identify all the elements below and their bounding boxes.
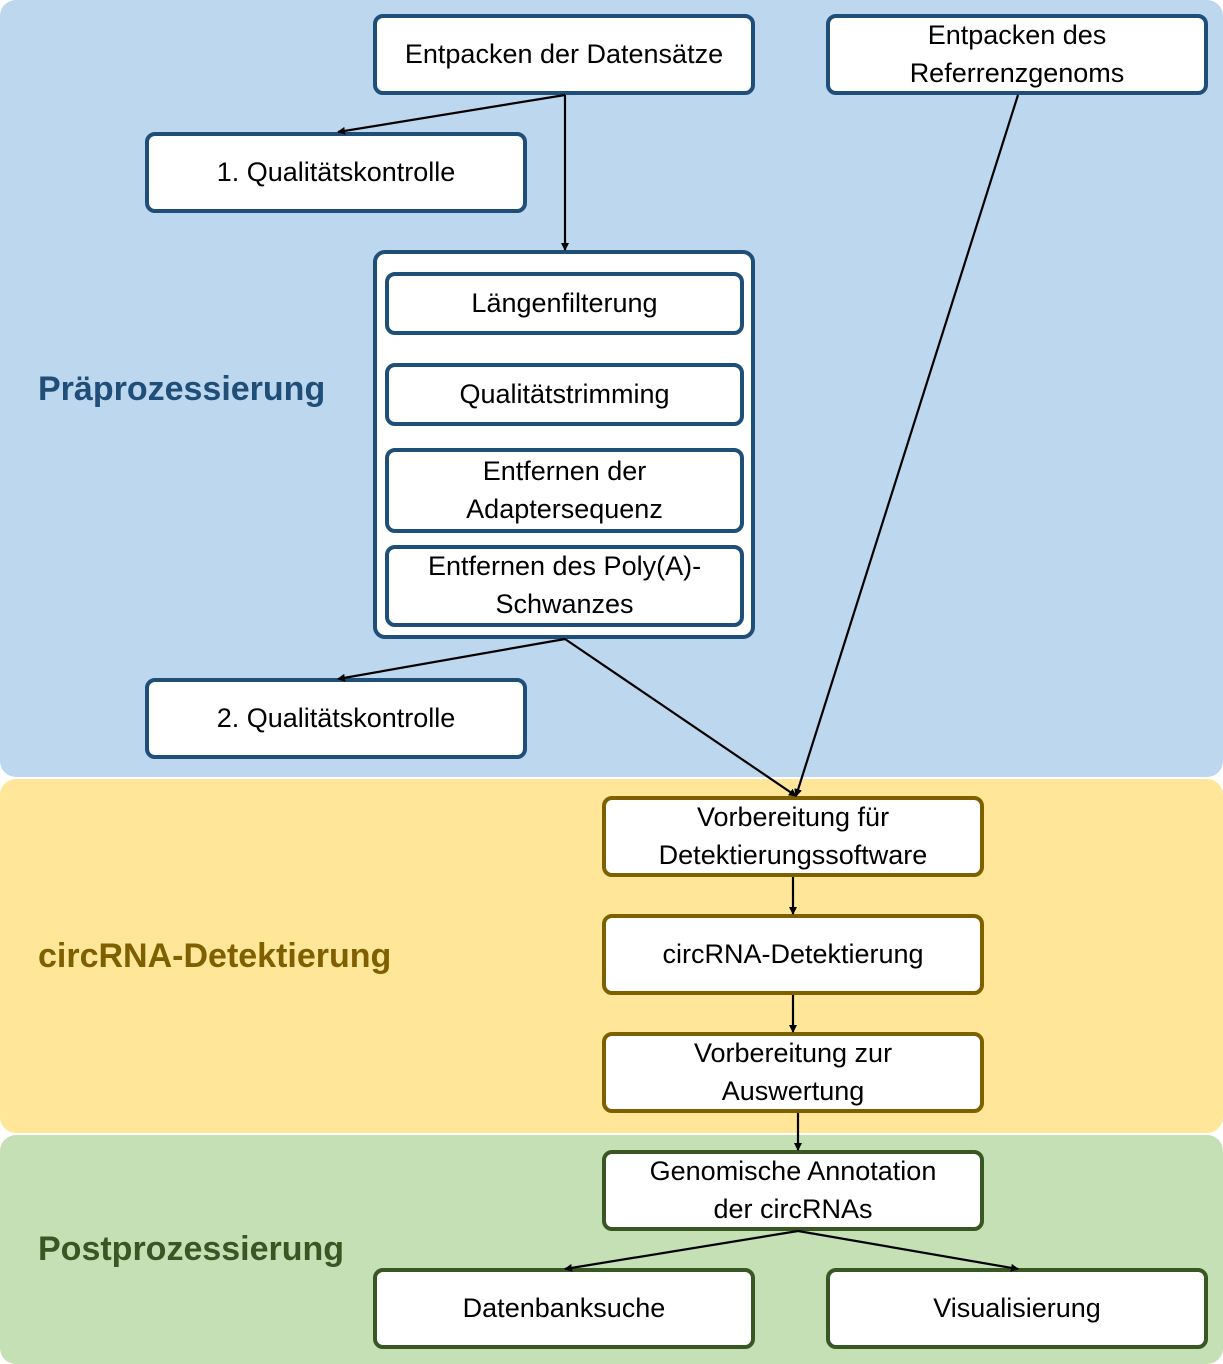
node-circ-detection: circRNA-Detektierung	[602, 914, 984, 995]
node-database-search: Datenbanksuche	[373, 1268, 755, 1349]
node-unpack-reference: Entpacken des Referrenzgenoms	[826, 14, 1208, 95]
node-unpack-datasets: Entpacken der Datensätze	[373, 14, 755, 95]
node-prep-evaluation: Vorbereitung zur Auswertung	[602, 1032, 984, 1113]
node-length-filter: Längenfilterung	[385, 272, 744, 335]
node-qc2-text: 2. Qualitätskontrolle	[216, 702, 456, 733]
node-polya-removal: Entfernen des Poly(A)-Schwanzes	[385, 545, 744, 627]
node-genomic-annotation-text: Genomische Annotation der circRNAs	[649, 1155, 937, 1224]
node-adapter-removal: Entfernen der Adaptersequenz	[385, 448, 744, 533]
node-genomic-annotation: Genomische Annotation der circRNAs	[602, 1150, 984, 1231]
node-qc1: 1. Qualitätskontrolle	[145, 132, 527, 213]
postprocessing-label: Postprozessierung	[38, 1230, 345, 1268]
node-length-filter-text: Längenfilterung	[471, 287, 658, 318]
preprocessing-label: Präprozessierung	[38, 370, 326, 408]
detection-label: circRNA-Detektierung	[38, 937, 392, 975]
node-polya-removal-text: Entfernen des Poly(A)-Schwanzes	[427, 551, 702, 619]
node-prep-detection-text: Vorbereitung für Detektierungssoftware	[658, 801, 928, 870]
node-quality-trim: Qualitätstrimming	[385, 363, 744, 426]
node-qc2: 2. Qualitätskontrolle	[145, 678, 527, 759]
node-database-search-text: Datenbanksuche	[462, 1292, 666, 1323]
node-qc1-text: 1. Qualitätskontrolle	[216, 156, 456, 187]
node-visualization-text: Visualisierung	[933, 1292, 1101, 1323]
node-visualization: Visualisierung	[826, 1268, 1208, 1349]
node-adapter-removal-text: Entfernen der Adaptersequenz	[466, 455, 663, 524]
node-prep-detection: Vorbereitung für Detektierungssoftware	[602, 796, 984, 877]
node-unpack-datasets-text: Entpacken der Datensätze	[404, 38, 724, 69]
node-quality-trim-text: Qualitätstrimming	[459, 378, 670, 409]
node-circ-detection-text: circRNA-Detektierung	[662, 938, 924, 969]
node-prep-evaluation-text: Vorbereitung zur Auswertung	[693, 1037, 893, 1106]
node-unpack-reference-text: Entpacken des Referrenzgenoms	[909, 19, 1125, 88]
